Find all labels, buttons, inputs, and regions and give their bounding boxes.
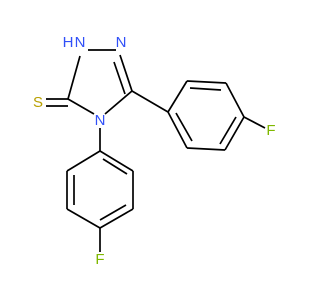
- ring1-bond-f: [167, 111, 188, 149]
- bond-n2-c5: [119, 54, 133, 92]
- bond-c5-ar1: [131, 90, 169, 113]
- ring2-bond-c-double: [99, 204, 127, 221]
- ring1-bond-e: [186, 147, 226, 151]
- atom-label-n2: N: [116, 34, 127, 51]
- atom-label-n4: N: [95, 112, 106, 129]
- atom-label-nh: N: [75, 34, 86, 51]
- atom-label-h: H: [63, 34, 74, 51]
- bond-c5-n4: [104, 90, 133, 115]
- ring1-bond-d: [224, 116, 245, 151]
- atom-label-fluorine-bottom: F: [95, 251, 104, 268]
- thione-bond: [46, 98, 68, 107]
- ring2-bond-f: [66, 150, 101, 172]
- ring1-bond-d-double: [219, 116, 237, 145]
- molecule-structure: H N N N S F F: [33, 34, 276, 268]
- ring1-bond-c: [225, 82, 245, 118]
- bottom-fluorophenyl-ring: [66, 128, 134, 252]
- atom-labels: H N N N S F F: [33, 34, 276, 268]
- ring2-bond-a-double: [102, 158, 128, 175]
- ring2-bond-c: [99, 208, 134, 229]
- bond-n2-c5-inner: [113, 61, 126, 95]
- atom-label-fluorine-right: F: [266, 122, 275, 139]
- ring2-bond-a: [99, 150, 134, 172]
- ring1-bond-f-double: [175, 112, 193, 142]
- ring1-bond-b-double: [189, 87, 222, 91]
- bond-c3-n1: [67, 55, 81, 100]
- atom-label-sulfur: S: [33, 94, 43, 111]
- right-fluorophenyl-ring: [131, 80, 266, 151]
- bond-n4-c3: [67, 98, 95, 115]
- ring1-bond-b: [186, 80, 227, 84]
- triazole-ring: [67, 49, 133, 115]
- bond-ring1-f: [243, 116, 266, 129]
- ring2-bond-d: [66, 208, 101, 229]
- ring1-bond-a: [167, 80, 188, 113]
